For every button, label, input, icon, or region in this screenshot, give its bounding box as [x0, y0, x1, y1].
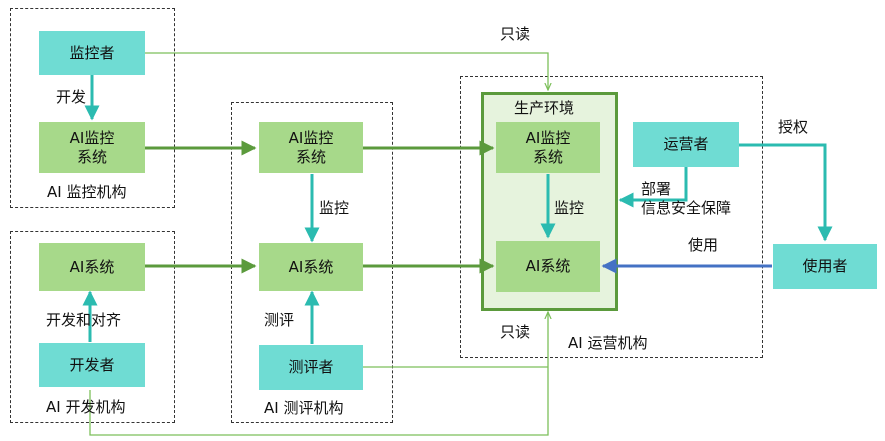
- operator-deploy-arrow: [618, 167, 688, 208]
- readonly-bottom-label: 只读: [500, 323, 531, 341]
- developer-ai-system-node: AI系统: [39, 243, 145, 291]
- evaluate-label: 测评: [264, 311, 295, 329]
- readonly-top-label: 只读: [500, 25, 531, 43]
- org-operator-label: AI 运营机构: [568, 334, 648, 352]
- production-environment-label: 生产环境: [514, 99, 575, 117]
- prod-monitor-system-node: AI监控 系统: [496, 122, 600, 173]
- prod-monitor-label: 监控: [554, 199, 585, 217]
- develop-align-label: 开发和对齐: [46, 311, 122, 329]
- prod-ai-system-node: AI系统: [496, 241, 600, 292]
- develop-label: 开发: [56, 88, 87, 106]
- evaluator-person-node: 测评者: [259, 345, 363, 390]
- org-developer-label: AI 开发机构: [46, 398, 126, 416]
- developer-person-node: 开发者: [39, 343, 145, 387]
- org-evaluator-label: AI 测评机构: [264, 399, 344, 417]
- eval-ai-system-node: AI系统: [259, 243, 363, 291]
- authorize-label: 授权: [778, 118, 809, 136]
- security-label: 信息安全保障: [641, 199, 732, 217]
- use-label: 使用: [688, 236, 719, 254]
- org-evaluator-boundary: [231, 102, 393, 423]
- monitor-system-node: AI监控 系统: [39, 122, 145, 173]
- monitor-person-node: 监控者: [39, 31, 145, 75]
- org-monitor-label: AI 监控机构: [47, 183, 127, 201]
- readonly-line-bottom: [89, 312, 548, 436]
- operator-person-node: 运营者: [633, 122, 739, 167]
- readonly-line-top: [145, 52, 548, 90]
- eval-monitor-label: 监控: [319, 199, 350, 217]
- org-monitor-boundary: [10, 8, 175, 208]
- user-person-node: 使用者: [773, 244, 877, 289]
- authorize-arrow: [739, 143, 833, 242]
- org-operator-boundary: [460, 76, 763, 358]
- org-developer-boundary: [10, 231, 175, 423]
- deploy-label: 部署: [641, 180, 672, 198]
- eval-monitor-system-node: AI监控 系统: [259, 122, 363, 173]
